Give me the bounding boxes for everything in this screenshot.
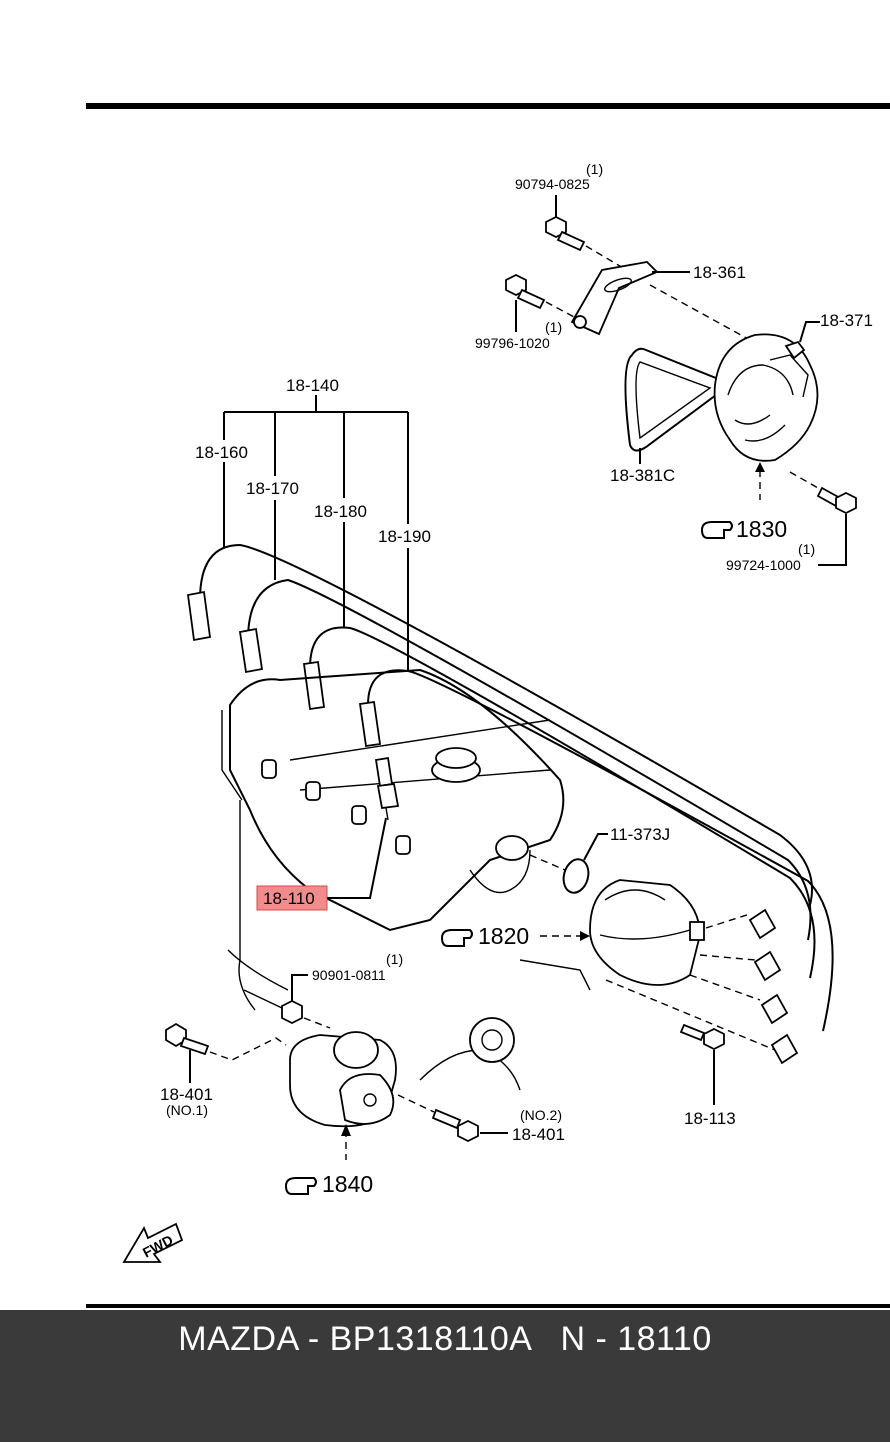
hand-icon-1820: [440, 929, 473, 947]
label-wire-1: 18-160: [195, 443, 248, 462]
label-wire-2: 18-170: [246, 479, 299, 498]
label-bolt-no2: 18-401: [512, 1125, 565, 1144]
label-bolt-right-qty: (1): [798, 541, 815, 557]
label-ref-alternator: 1830: [736, 516, 787, 542]
label-belt: 18-381C: [610, 466, 675, 485]
label-bolt-no2-note: (NO.2): [520, 1107, 562, 1123]
label-nut-qty: (1): [386, 951, 403, 967]
hand-icon-1840: [284, 1177, 317, 1195]
label-bolt-top-qty: (1): [586, 161, 603, 177]
hand-icon-1830: [700, 521, 733, 539]
label-ref-starter: 1840: [322, 1171, 373, 1197]
engine-head: [221, 668, 591, 1091]
label-bolt-no1: 18-401: [160, 1085, 213, 1104]
highlight-box: [256, 885, 328, 911]
label-bolt-top: 90794-0825: [515, 176, 590, 192]
label-wire-set: 18-140: [286, 376, 339, 395]
label-plug-highlight: 18-110: [263, 889, 315, 908]
label-bracket: 18-361: [693, 263, 746, 282]
bottom-rule: [86, 1304, 890, 1308]
label-oring: 11-373J: [610, 825, 670, 844]
starter-group: [165, 974, 508, 1160]
label-bolt-right: 99724-1000: [726, 557, 801, 573]
fwd-arrow-icon: FWD: [122, 1222, 184, 1263]
distributor: [540, 879, 776, 1105]
oring: [562, 858, 590, 894]
label-clip: 18-371: [820, 311, 873, 330]
label-ref-distributor: 1820: [478, 923, 529, 949]
label-bolt-left: 99796-1020: [475, 335, 550, 351]
label-bolt-no1-note: (NO.1): [166, 1102, 208, 1118]
plug-wires: [186, 395, 834, 1065]
footer-part-number: MAZDA - BP1318110A N - 18110: [178, 1320, 712, 1358]
label-bolt-left-qty: (1): [545, 319, 562, 335]
footer-bar: [0, 1310, 890, 1442]
label-wire-3: 18-180: [314, 502, 367, 521]
label-wire-4: 18-190: [378, 527, 431, 546]
alternator-group: [505, 195, 857, 566]
parts-diagram: FWD (1) 90794-0825 18-361 (1) 99796-1020…: [86, 103, 890, 1308]
label-dist-bolt: 18-113: [684, 1109, 736, 1128]
label-nut: 90901-0811: [312, 967, 386, 983]
top-rule: [86, 103, 890, 109]
